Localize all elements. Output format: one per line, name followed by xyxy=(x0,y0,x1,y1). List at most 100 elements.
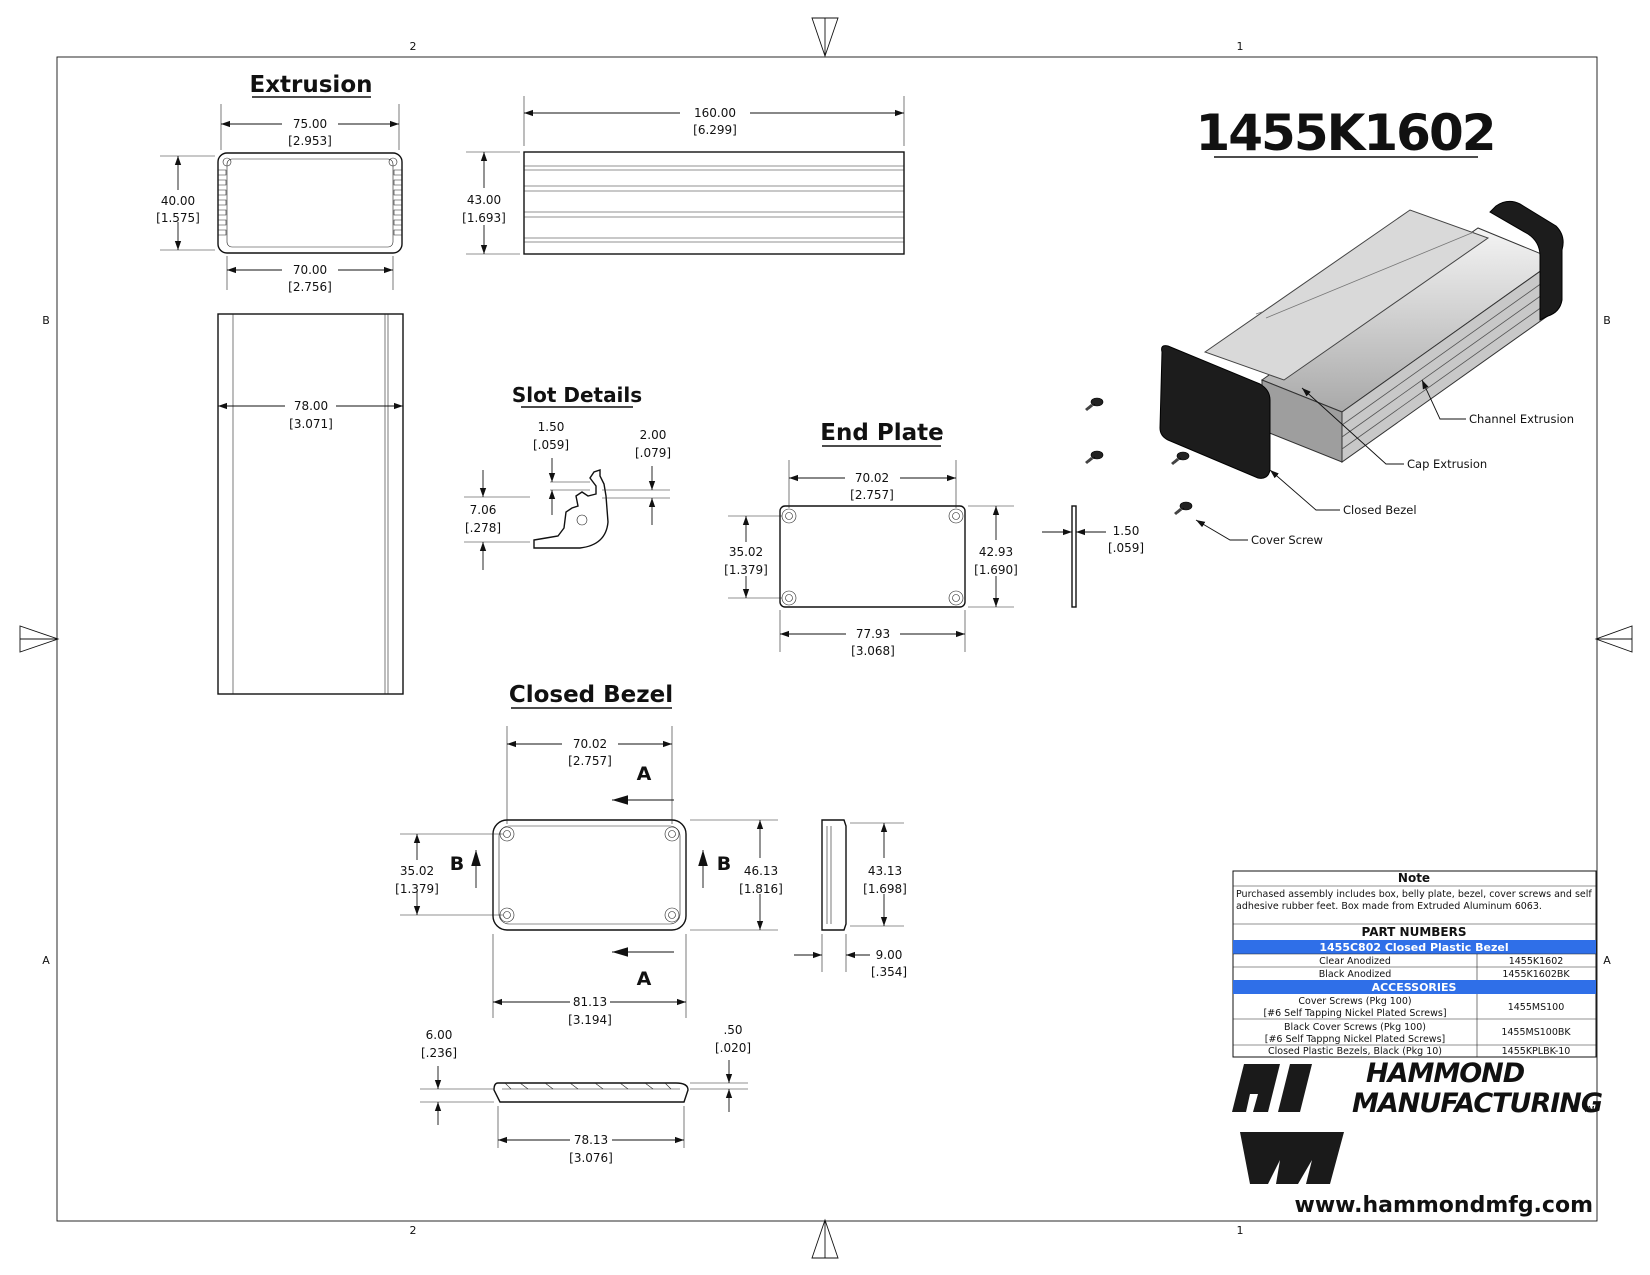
bezel-dim-hole-width-in: [2.757] xyxy=(568,754,612,768)
extrusion-dim-height: 40.00 xyxy=(161,194,195,208)
part-numbers-header: PART NUMBERS xyxy=(1362,925,1467,939)
note-line-2: adhesive rubber feet. Box made from Extr… xyxy=(1236,901,1542,912)
bezel-dim-inner-width-in: [3.076] xyxy=(569,1151,613,1165)
section-b-left-label: B xyxy=(450,853,464,875)
zone-col-1-bottom: 1 xyxy=(1237,1224,1244,1237)
extrusion-dim-plate-width: 78.00 xyxy=(294,399,328,413)
bezel-dim-depth: 9.00 xyxy=(876,948,903,962)
part-number-title: 1455K1602 xyxy=(1195,104,1494,162)
bezel-dim-wall-in: [.020] xyxy=(715,1041,751,1055)
hammond-logo-mark xyxy=(1232,1064,1344,1184)
zone-row-b-left: B xyxy=(42,314,50,327)
end-plate-dim-width: 77.93 xyxy=(856,627,890,641)
exploded-assembly-view xyxy=(1085,200,1564,515)
section-a-bottom-label: A xyxy=(637,968,652,990)
company-trademark: TM xyxy=(1582,1105,1595,1114)
bezel-dim-hole-height-in: [1.379] xyxy=(395,882,439,896)
end-plate-dim-height: 42.93 xyxy=(979,545,1013,559)
extrusion-dim-width-bottom-in: [2.756] xyxy=(288,280,332,294)
slot-dim-b: 2.00 xyxy=(640,428,667,442)
extrusion-dim-width-bottom: 70.00 xyxy=(293,263,327,277)
acc-2-pn: 1455MS100BK xyxy=(1501,1027,1571,1038)
closed-bezel-title: Closed Bezel xyxy=(509,682,673,708)
row-clear-desc: Clear Anodized xyxy=(1319,956,1391,967)
bezel-dim-hole-height: 35.02 xyxy=(400,864,434,878)
end-plate-dim-hole-height-in: [1.379] xyxy=(724,563,768,577)
closed-bezel-section-view xyxy=(493,1082,689,1103)
callout-cover-screw: Cover Screw xyxy=(1251,533,1323,547)
note-header: Note xyxy=(1398,871,1430,885)
zone-row-a-left: A xyxy=(42,954,50,967)
slot-dim-b-in: [.079] xyxy=(635,446,671,460)
bezel-dim-inner-height-in: [1.698] xyxy=(863,882,907,896)
bezel-dim-wall: .50 xyxy=(723,1023,742,1037)
end-plate-dim-height-in: [1.690] xyxy=(974,563,1018,577)
end-plate-face xyxy=(779,505,966,608)
bezel-dim-height-in: [1.816] xyxy=(739,882,783,896)
bezel-dim-width: 81.13 xyxy=(573,995,607,1009)
bezel-dim-hole-width: 70.02 xyxy=(573,737,607,751)
acc-2-desc-2: [#6 Self Tappng Nickel Plated Screws] xyxy=(1265,1034,1445,1045)
acc-3-desc-1: Closed Plastic Bezels, Black (Pkg 10) xyxy=(1268,1046,1442,1057)
end-plate-dim-hole-width-in: [2.757] xyxy=(850,488,894,502)
end-plate-dim-hole-height: 35.02 xyxy=(729,545,763,559)
title-block xyxy=(1232,870,1597,1058)
callout-channel-extrusion: Channel Extrusion xyxy=(1469,412,1574,426)
side-dim-length-in: [6.299] xyxy=(693,123,737,137)
extrusion-dim-width-top: 75.00 xyxy=(293,117,327,131)
extrusion-dim-width-top-in: [2.953] xyxy=(288,134,332,148)
extrusion-side-view xyxy=(523,151,905,255)
section-a-top-label: A xyxy=(637,763,652,785)
end-plate-dim-thickness-in: [.059] xyxy=(1108,541,1144,555)
end-plate-title: End Plate xyxy=(820,420,943,446)
slot-dim-c-in: [.278] xyxy=(465,521,501,535)
company-name-line-1: HAMMOND xyxy=(1366,1058,1525,1089)
bezel-dim-lip: 6.00 xyxy=(426,1028,453,1042)
extrusion-title: Extrusion xyxy=(249,72,372,98)
row-clear-pn: 1455K1602 xyxy=(1509,956,1564,967)
slot-details-title: Slot Details xyxy=(512,383,642,407)
extrusion-dim-height-in: [1.575] xyxy=(156,211,200,225)
slot-dim-a: 1.50 xyxy=(538,420,565,434)
bezel-dim-inner-width: 78.13 xyxy=(574,1133,608,1147)
side-dim-height-in: [1.693] xyxy=(462,211,506,225)
extrusion-dim-plate-width-in: [3.071] xyxy=(289,417,333,431)
callout-cap-extrusion: Cap Extrusion xyxy=(1407,457,1487,471)
bezel-band-header: 1455C802 Closed Plastic Bezel xyxy=(1319,941,1508,954)
side-dim-length: 160.00 xyxy=(694,106,736,120)
end-plate-dim-hole-width: 70.02 xyxy=(855,471,889,485)
acc-2-desc-1: Black Cover Screws (Pkg 100) xyxy=(1284,1022,1426,1033)
row-black-pn: 1455K1602BK xyxy=(1502,969,1570,980)
acc-1-desc-2: [#6 Self Tapping Nickel Plated Screws] xyxy=(1263,1008,1446,1019)
sheet-border xyxy=(19,17,1633,1259)
end-plate-dim-thickness: 1.50 xyxy=(1113,524,1140,538)
end-plate-dim-width-in: [3.068] xyxy=(851,644,895,658)
zone-row-a-right: A xyxy=(1603,954,1611,967)
acc-3-pn: 1455KPLBK-10 xyxy=(1502,1046,1571,1057)
bezel-dim-height: 46.13 xyxy=(744,864,778,878)
extrusion-plate-view xyxy=(217,313,404,695)
zone-row-b-right: B xyxy=(1603,314,1611,327)
bezel-dim-inner-height: 43.13 xyxy=(868,864,902,878)
company-name-line-2: MANUFACTURING xyxy=(1352,1088,1602,1119)
bezel-dim-depth-in: [.354] xyxy=(871,965,907,979)
callout-closed-bezel: Closed Bezel xyxy=(1343,503,1417,517)
acc-1-pn: 1455MS100 xyxy=(1508,1002,1565,1013)
closed-bezel-side-view xyxy=(821,819,847,931)
bezel-dim-lip-in: [.236] xyxy=(421,1046,457,1060)
note-line-1: Purchased assembly includes box, belly p… xyxy=(1236,889,1592,900)
row-black-desc: Black Anodized xyxy=(1319,969,1392,980)
zone-col-2-bottom: 2 xyxy=(410,1224,417,1237)
slot-profile xyxy=(533,469,609,549)
zone-col-1-top: 1 xyxy=(1237,40,1244,53)
slot-dim-c: 7.06 xyxy=(470,503,497,517)
zone-col-2-top: 2 xyxy=(410,40,417,53)
acc-1-desc-1: Cover Screws (Pkg 100) xyxy=(1298,996,1411,1007)
end-plate-edge-view xyxy=(1071,505,1077,608)
side-dim-height: 43.00 xyxy=(467,193,501,207)
extrusion-profile xyxy=(217,152,403,254)
accessories-header: ACCESSORIES xyxy=(1372,981,1457,994)
slot-dim-a-in: [.059] xyxy=(533,438,569,452)
company-url: www.hammondmfg.com xyxy=(1295,1193,1593,1218)
